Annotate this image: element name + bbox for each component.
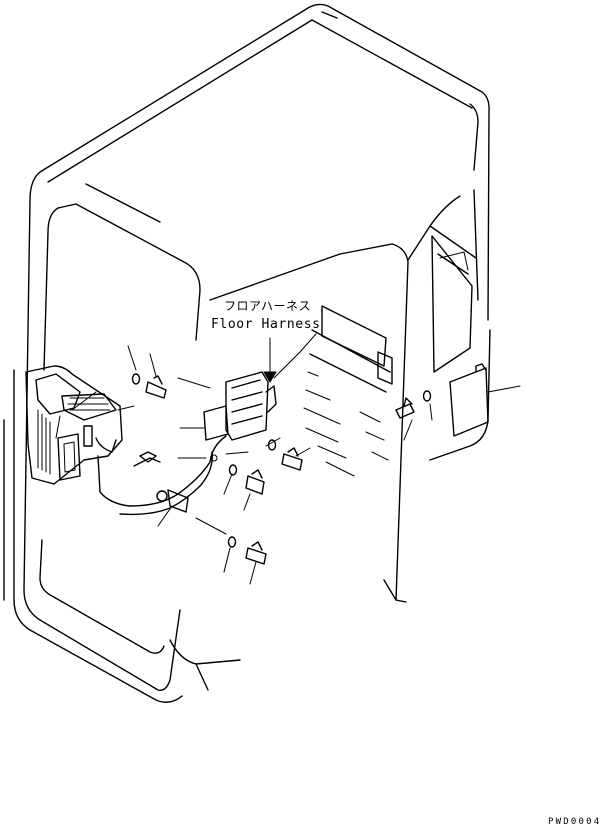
left-console: [25, 365, 123, 485]
cab-left-window: [39, 203, 201, 654]
bolt-washer-5: [395, 390, 432, 419]
cab-left-frame: [3, 171, 183, 703]
bolt-washer-3: [228, 464, 265, 495]
floor-harness: [97, 371, 277, 516]
cab-rear-window: [429, 189, 479, 373]
callout-label-japanese: フロアハーネス: [224, 299, 312, 313]
callout-label-english: Floor Harness: [211, 317, 321, 332]
cab-roof: [39, 3, 490, 321]
drawing-code: PWD0004: [548, 817, 602, 827]
floor-panel: [303, 305, 393, 477]
bolt-washer-1: [131, 373, 167, 399]
harness-connector-bracket: [133, 451, 161, 467]
rear-cover-plate: [449, 363, 489, 437]
bolt-washer-4: [227, 536, 267, 565]
bolt-washer-2: [267, 439, 303, 471]
leader-lines: [55, 333, 521, 585]
